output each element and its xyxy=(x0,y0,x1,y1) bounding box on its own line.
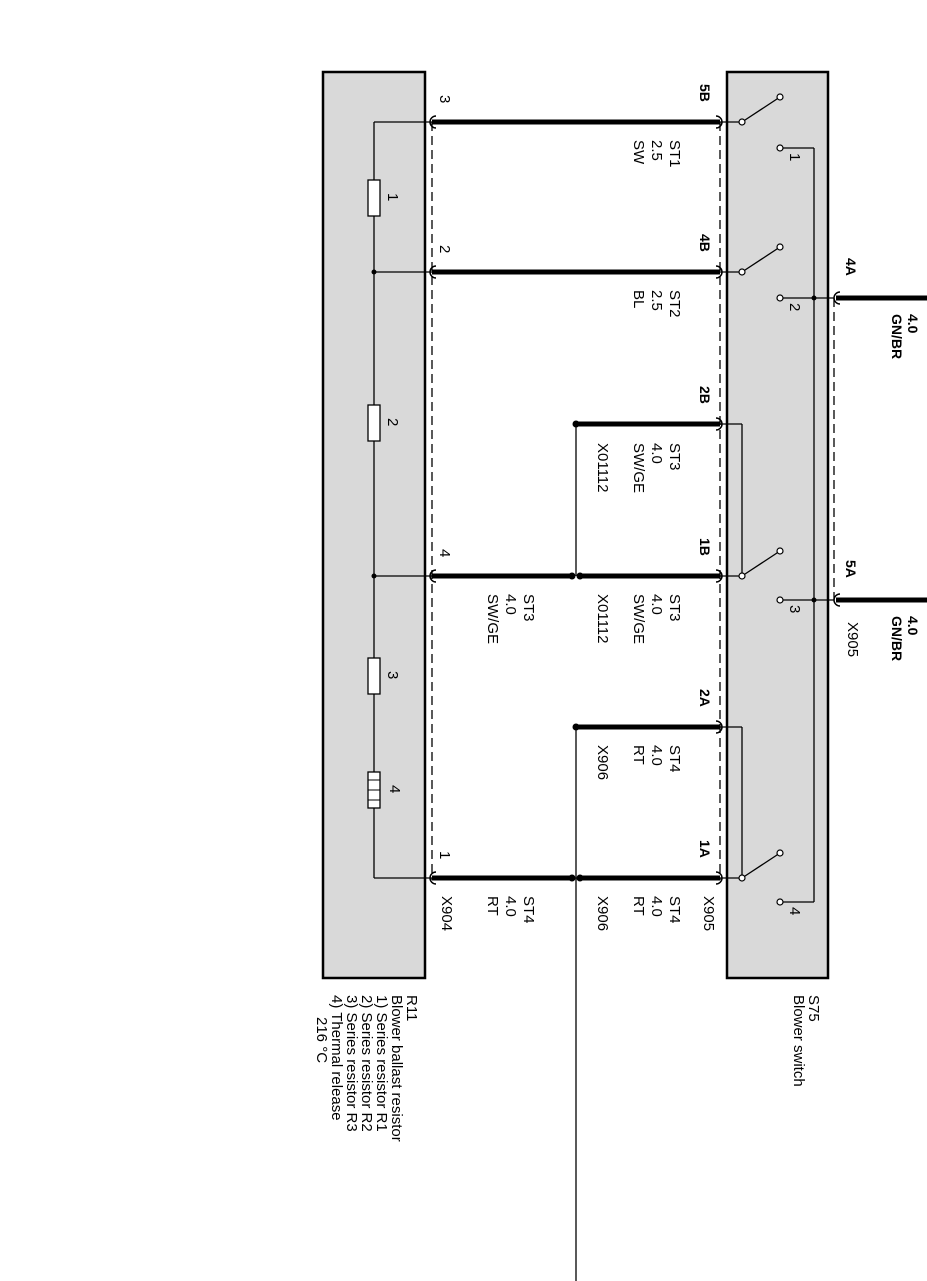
switch-contact-5B xyxy=(720,93,784,126)
svg-text:GN/BR: GN/BR xyxy=(889,616,905,661)
switch-internals xyxy=(720,144,834,906)
resistor-temperature: 216 °C xyxy=(313,1017,330,1064)
resistor-element-3: 3 xyxy=(367,657,401,695)
svg-text:4.0: 4.0 xyxy=(648,745,665,766)
svg-text:BL: BL xyxy=(630,290,647,308)
svg-text:SW/GE: SW/GE xyxy=(630,594,647,644)
splice-x01112 xyxy=(568,420,584,580)
connector-x904: X904 xyxy=(438,896,455,931)
resistor-pin-2: 2 xyxy=(436,245,453,253)
resistor-pin-1: 1 xyxy=(436,851,453,859)
resistor-part-3: 3) Series resistor R3 xyxy=(343,995,360,1132)
switch-position-2: 2 xyxy=(786,303,803,311)
svg-text:X01112: X01112 xyxy=(594,443,611,493)
svg-text:ST2: ST2 xyxy=(666,290,683,318)
wire-label-st3-r: ST3 4.0 SW/GE xyxy=(484,594,537,644)
terminal-arcs xyxy=(429,115,841,885)
input-pin-4A: 4A xyxy=(843,258,859,276)
resistor-element-2: 2 xyxy=(367,404,401,442)
svg-text:4.0: 4.0 xyxy=(905,314,921,334)
svg-text:X906: X906 xyxy=(594,896,611,931)
resistor-part-1: 1) Series resistor R1 xyxy=(373,995,390,1132)
svg-text:4.0: 4.0 xyxy=(502,896,519,917)
svg-text:RT: RT xyxy=(630,745,647,765)
svg-text:X01112: X01112 xyxy=(594,594,611,644)
wire-label-st4-1a: ST4 4.0 RT X906 xyxy=(594,896,683,931)
resistor-id: R11 xyxy=(403,995,420,1022)
switch-contact-1B xyxy=(720,547,784,580)
switch-box xyxy=(725,70,830,980)
svg-text:ST3: ST3 xyxy=(666,594,683,622)
switch-pin-1B: 1B xyxy=(697,538,713,556)
svg-text:2.5: 2.5 xyxy=(648,140,665,161)
wire-label-in-4A: 4.0 GN/BR xyxy=(889,314,921,359)
svg-text:4.0: 4.0 xyxy=(502,594,519,615)
svg-text:4.0: 4.0 xyxy=(648,594,665,615)
svg-text:ST4: ST4 xyxy=(666,745,683,773)
resistor-caption: R11 Blower ballast resistor 1) Series re… xyxy=(313,995,420,1142)
switch-caption: S75 Blower switch xyxy=(790,995,822,1087)
svg-text:SW/GE: SW/GE xyxy=(630,443,647,493)
switch-pin-2B: 2B xyxy=(697,386,713,404)
svg-text:RT: RT xyxy=(630,896,647,916)
svg-text:ST1: ST1 xyxy=(666,140,683,168)
resistor-element-1: 1 xyxy=(367,179,401,217)
resistor-part-2: 2) Series resistor R2 xyxy=(358,995,375,1132)
wire-label-st3-1b: ST3 4.0 SW/GE X01112 xyxy=(594,594,683,644)
switch-contact-1A xyxy=(720,849,784,882)
connector-x905-input: X905 xyxy=(844,622,861,657)
switch-name: Blower switch xyxy=(790,995,807,1087)
svg-text:SW: SW xyxy=(630,140,647,165)
switch-contact-4B xyxy=(720,243,784,276)
wire-label-in-5A: 4.0 GN/BR xyxy=(889,616,921,661)
svg-text:ST3: ST3 xyxy=(520,594,537,622)
wire-label-st1: ST1 2.5 SW xyxy=(630,140,683,168)
input-pin-5A: 5A xyxy=(843,560,859,578)
resistor-pin-3: 3 xyxy=(436,95,453,103)
connector-x905-switch: X905 xyxy=(700,896,717,931)
svg-text:1: 1 xyxy=(384,193,401,201)
switch-pin-1A: 1A xyxy=(697,840,713,858)
resistor-element-4-thermal: 4 xyxy=(367,771,403,809)
svg-text:ST3: ST3 xyxy=(666,443,683,471)
switch-pin-2A: 2A xyxy=(697,689,713,707)
resistor-pin-4: 4 xyxy=(436,549,453,557)
wire-label-st4-r: ST4 4.0 RT xyxy=(484,896,537,924)
svg-text:SW/GE: SW/GE xyxy=(484,594,501,644)
svg-text:GN/BR: GN/BR xyxy=(889,314,905,359)
resistor-chain xyxy=(371,121,432,879)
svg-text:4: 4 xyxy=(386,785,403,793)
resistor-name: Blower ballast resistor xyxy=(388,995,405,1142)
wire-label-st3-2b: ST3 4.0 SW/GE X01112 xyxy=(594,443,683,493)
svg-text:4.0: 4.0 xyxy=(905,616,921,636)
svg-text:4.0: 4.0 xyxy=(648,896,665,917)
svg-text:ST4: ST4 xyxy=(666,896,683,924)
switch-id: S75 xyxy=(805,995,822,1022)
switch-position-1: 1 xyxy=(786,153,803,161)
svg-text:ST4: ST4 xyxy=(520,896,537,924)
svg-text:4.0: 4.0 xyxy=(648,443,665,464)
svg-text:RT: RT xyxy=(484,896,501,916)
resistor-part-4: 4) Thermal release xyxy=(328,995,345,1121)
switch-position-3: 3 xyxy=(786,605,803,613)
svg-text:2: 2 xyxy=(384,418,401,426)
svg-text:2.5: 2.5 xyxy=(648,290,665,311)
switch-position-4: 4 xyxy=(786,907,803,915)
wire-label-st2: ST2 2.5 BL xyxy=(630,290,683,318)
svg-text:3: 3 xyxy=(384,671,401,679)
svg-text:X906: X906 xyxy=(594,745,611,780)
wire-label-st4-2a: ST4 4.0 RT X906 xyxy=(594,745,683,780)
splice-x906 xyxy=(568,723,584,1281)
switch-pin-5B: 5B xyxy=(697,84,713,102)
switch-pin-4B: 4B xyxy=(697,234,713,252)
